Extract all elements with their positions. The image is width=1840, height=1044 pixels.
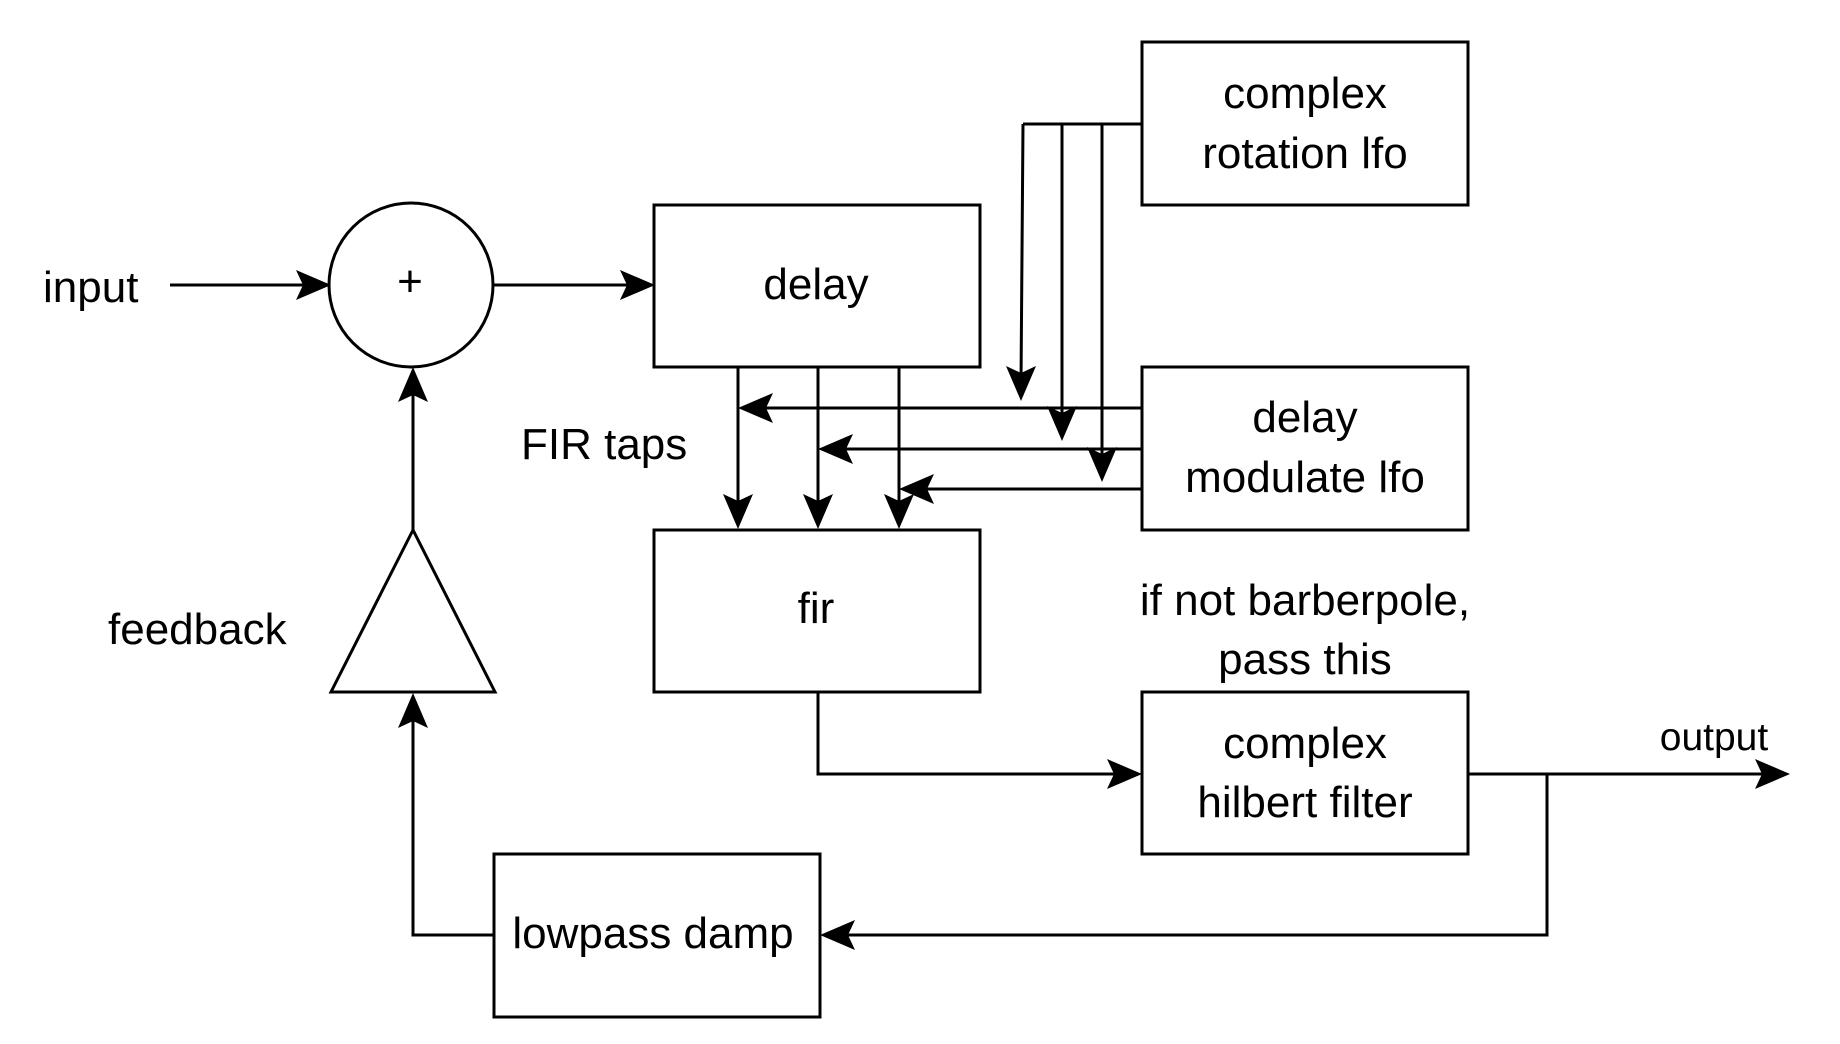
barberpole-note-line1: if not barberpole, [1140,576,1470,625]
sum-symbol: + [397,257,423,306]
delay-block [652,203,982,369]
complex-hilbert-filter-label-line1: complex [1223,719,1387,768]
output-label: output [1660,716,1769,759]
rotation-lfo-arrowhead-1 [1006,366,1036,401]
delay-modulate-lfo-label-line2: modulate lfo [1185,453,1425,502]
rotation-lfo-wire-1 [1019,123,1025,383]
feedback-gain-triangle [328,526,498,694]
output-to-lowpass-arrowhead [820,920,855,950]
complex-rotation-lfo-label-line2: rotation lfo [1202,129,1407,178]
tap-arrowhead-3 [884,494,914,529]
input-label: input [43,263,138,312]
delay-modulate-lfo-label-line1: delay [1252,393,1357,442]
fir-to-hilbert-arrowhead [1107,759,1142,789]
feedback-label: feedback [108,605,288,654]
lowpass-to-gain-wire [411,712,494,937]
fir-to-hilbert-wire [816,692,1123,776]
rotation-lfo-arrowhead-3 [1087,447,1117,482]
delay-modulate-lfo-block [1140,365,1470,532]
complex-hilbert-filter-label-line2: hilbert filter [1197,778,1412,827]
fir-label: fir [798,584,835,633]
complex-rotation-lfo-block [1140,40,1470,207]
complex-rotation-lfo-label-line1: complex [1223,69,1387,118]
output-arrowhead [1755,759,1790,789]
fir-taps-label: FIR taps [521,420,687,469]
modulate-lfo-arrowhead-1 [738,393,773,423]
lowpass-to-gain-arrowhead [398,693,428,728]
lowpass-damp-label: lowpass damp [512,909,793,958]
sum-to-delay-arrowhead [620,270,655,300]
input-arrowhead [296,270,331,300]
complex-hilbert-filter-block [1140,690,1470,856]
barberpole-note-line2: pass this [1218,635,1392,684]
delay-label: delay [763,260,868,309]
tap-arrowhead-1 [723,494,753,529]
tap-arrowhead-2 [803,494,833,529]
lowpass-damp-block [492,852,822,1019]
fir-block [652,528,982,694]
rotation-lfo-arrowhead-2 [1047,406,1077,441]
output-to-lowpass-wire [838,774,1549,937]
gain-to-sum-arrowhead [398,367,428,402]
modulate-lfo-arrowhead-2 [818,434,853,464]
modulate-lfo-arrowhead-3 [899,474,934,504]
